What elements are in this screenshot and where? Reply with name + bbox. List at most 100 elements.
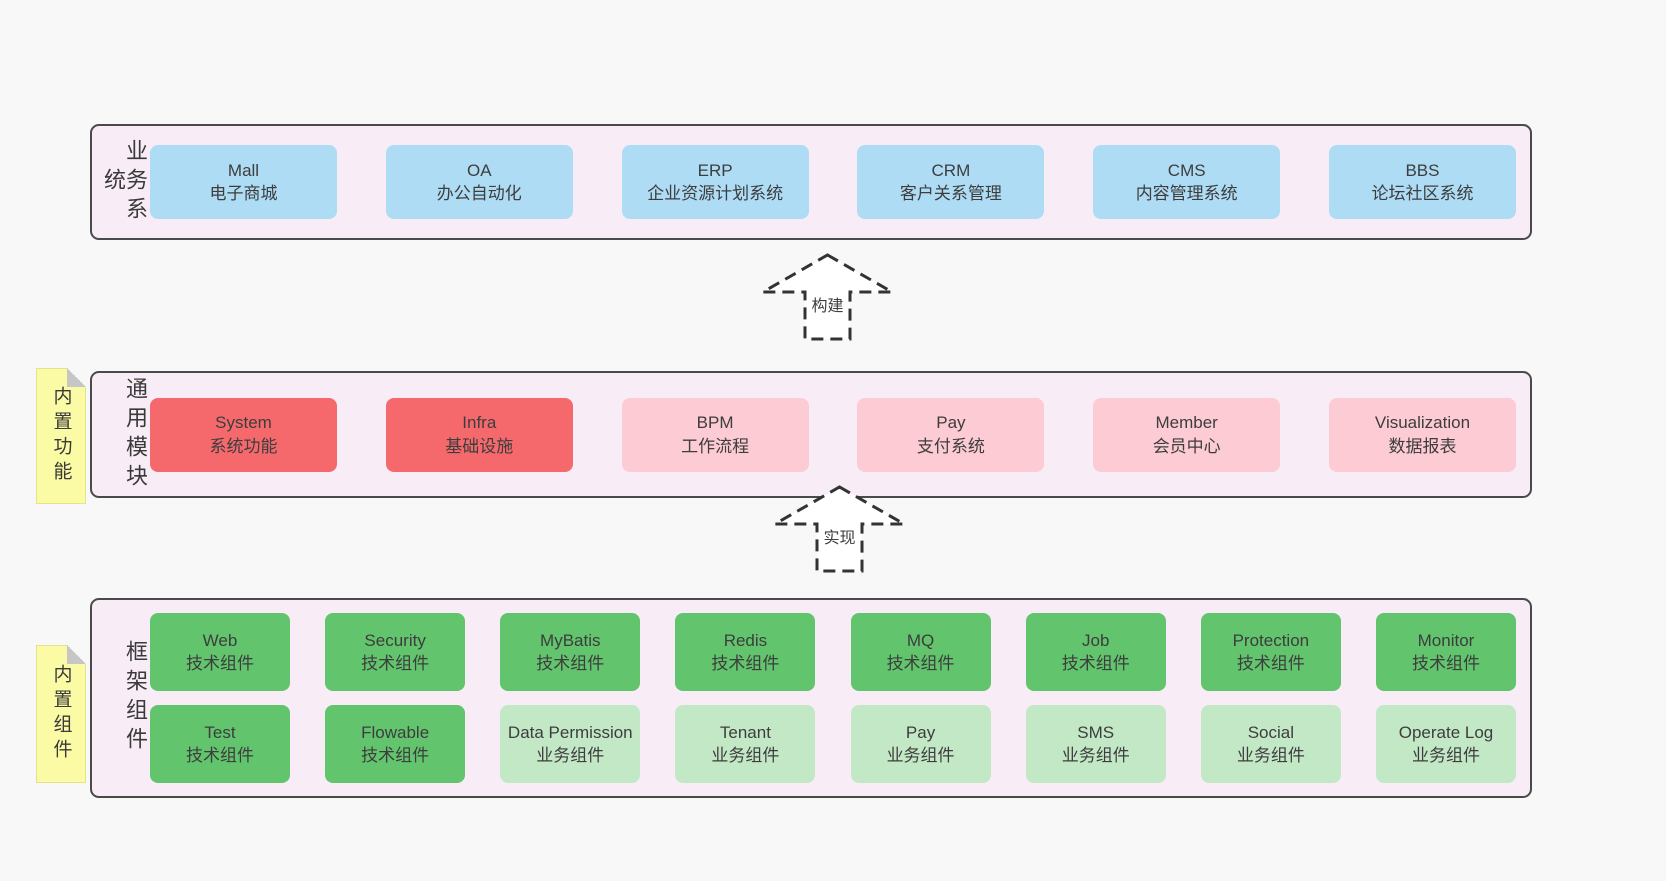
- box-monitor: Monitor 技术组件: [1375, 613, 1516, 691]
- box-erp: ERP 企业资源计划系统: [621, 145, 809, 219]
- box-title: Tenant: [719, 722, 771, 742]
- box-member: Member 会员中心: [1093, 397, 1281, 472]
- sticky-note-label: 内置功能: [50, 386, 72, 486]
- box-subtitle: 系统功能: [209, 436, 278, 456]
- sticky-note-builtin-components: 内置组件: [36, 645, 86, 783]
- box-data-permission: Data Permission 业务组件: [500, 705, 641, 783]
- box-title: Pay: [905, 722, 936, 742]
- box-title: Monitor: [1417, 630, 1475, 650]
- box-title: BBS: [1405, 160, 1440, 180]
- box-flowable: Flowable 技术组件: [325, 705, 466, 783]
- box-visualization: Visualization 数据报表: [1328, 397, 1516, 472]
- box-oa: OA 办公自动化: [385, 145, 573, 219]
- box-tenant: Tenant 业务组件: [675, 705, 816, 783]
- box-system: System 系统功能: [150, 397, 337, 472]
- box-subtitle: 基础设施: [445, 436, 514, 456]
- box-title: Member: [1155, 413, 1218, 433]
- box-title: Flowable: [361, 722, 430, 742]
- box-redis: Redis 技术组件: [675, 613, 816, 691]
- box-title: Visualization: [1374, 413, 1471, 433]
- box-web: Web 技术组件: [150, 613, 290, 691]
- folded-corner-icon: [67, 368, 86, 387]
- box-subtitle: 会员中心: [1152, 436, 1221, 456]
- box-title: Social: [1247, 722, 1294, 742]
- folded-corner-icon: [67, 645, 86, 664]
- box-bbs: BBS 论坛社区系统: [1328, 145, 1516, 219]
- box-subtitle: 技术组件: [711, 654, 780, 673]
- box-title: Test: [204, 722, 236, 742]
- sticky-note-label: 内置组件: [50, 664, 72, 764]
- layer-common-modules: 通用模块 System 系统功能 Infra 基础设施 BPM 工作流程 Pay…: [90, 371, 1532, 498]
- box-title: Web: [202, 630, 238, 650]
- modules-box-row: System 系统功能 Infra 基础设施 BPM 工作流程 Pay 支付系统…: [146, 373, 1530, 496]
- box-subtitle: 支付系统: [916, 436, 985, 456]
- box-title: OA: [467, 160, 492, 180]
- box-operate-log: Operate Log 业务组件: [1375, 705, 1516, 783]
- box-security: Security 技术组件: [325, 613, 466, 691]
- implement-arrow: 实现: [772, 484, 907, 574]
- box-social: Social 业务组件: [1200, 705, 1341, 783]
- box-subtitle: 业务组件: [536, 746, 605, 765]
- box-title: MQ: [906, 630, 935, 650]
- box-subtitle: 业务组件: [886, 746, 955, 765]
- box-subtitle: 技术组件: [886, 654, 955, 673]
- box-title: Pay: [936, 413, 966, 433]
- box-mybatis: MyBatis 技术组件: [500, 613, 641, 691]
- layer-label-business: 业务系统: [101, 138, 148, 226]
- layer-business-systems: 业务系统 Mall 电子商城 OA 办公自动化 ERP 企业资源计划系统 CRM…: [90, 124, 1532, 240]
- box-subtitle: 技术组件: [361, 746, 430, 765]
- build-arrow-label: 构建: [808, 292, 847, 316]
- box-subtitle: 技术组件: [186, 654, 254, 673]
- box-title: Protection: [1232, 630, 1310, 650]
- components-box-row-1: Web 技术组件 Security 技术组件 MyBatis 技术组件 Redi…: [146, 613, 1530, 691]
- box-subtitle: 企业资源计划系统: [647, 184, 784, 203]
- box-subtitle: 技术组件: [1236, 654, 1305, 673]
- box-title: Operate Log: [1398, 722, 1494, 742]
- layer-label-modules: 通用模块: [123, 376, 148, 493]
- layer-framework-components: 框架组件 Web 技术组件 Security 技术组件 MyBatis 技术组件…: [90, 598, 1532, 798]
- implement-arrow-label: 实现: [820, 524, 859, 548]
- box-title: CMS: [1167, 160, 1206, 180]
- box-subtitle: 业务组件: [1411, 746, 1480, 765]
- box-sms: SMS 业务组件: [1025, 705, 1166, 783]
- box-subtitle: 工作流程: [681, 436, 750, 456]
- components-box-row-2: Test 技术组件 Flowable 技术组件 Data Permission …: [146, 705, 1530, 783]
- box-title: Job: [1081, 630, 1110, 650]
- box-title: Mall: [227, 160, 260, 180]
- box-subtitle: 数据报表: [1388, 436, 1457, 456]
- box-title: System: [215, 413, 272, 433]
- box-subtitle: 业务组件: [711, 746, 780, 765]
- box-title: SMS: [1077, 722, 1115, 742]
- business-box-row: Mall 电子商城 OA 办公自动化 ERP 企业资源计划系统 CRM 客户关系…: [146, 126, 1530, 238]
- sticky-note-builtin-features: 内置功能: [36, 368, 86, 504]
- components-rows: Web 技术组件 Security 技术组件 MyBatis 技术组件 Redi…: [146, 600, 1530, 796]
- box-subtitle: 客户关系管理: [899, 184, 1002, 203]
- box-pay: Pay 业务组件: [850, 705, 991, 783]
- box-subtitle: 业务组件: [1061, 746, 1130, 765]
- box-title: MyBatis: [540, 630, 601, 650]
- box-mq: MQ 技术组件: [850, 613, 991, 691]
- box-title: ERP: [697, 160, 733, 180]
- box-title: Security: [364, 630, 426, 650]
- build-arrow: 构建: [760, 252, 895, 342]
- box-cms: CMS 内容管理系统: [1093, 145, 1281, 219]
- box-crm: CRM 客户关系管理: [857, 145, 1045, 219]
- box-title: Infra: [462, 413, 497, 433]
- box-subtitle: 技术组件: [1411, 654, 1480, 673]
- box-job: Job 技术组件: [1025, 613, 1166, 691]
- box-pay: Pay 支付系统: [857, 397, 1045, 472]
- box-subtitle: 技术组件: [361, 654, 430, 673]
- box-bpm: BPM 工作流程: [621, 397, 809, 472]
- box-subtitle: 技术组件: [186, 746, 254, 765]
- box-subtitle: 业务组件: [1236, 746, 1305, 765]
- box-protection: Protection 技术组件: [1200, 613, 1341, 691]
- box-subtitle: 论坛社区系统: [1371, 184, 1474, 203]
- box-mall: Mall 电子商城: [150, 145, 337, 219]
- box-subtitle: 办公自动化: [436, 184, 522, 203]
- box-title: CRM: [931, 160, 971, 180]
- box-subtitle: 内容管理系统: [1135, 184, 1238, 203]
- box-subtitle: 技术组件: [1061, 654, 1130, 673]
- box-title: BPM: [696, 413, 734, 433]
- layer-label-components: 框架组件: [123, 640, 148, 756]
